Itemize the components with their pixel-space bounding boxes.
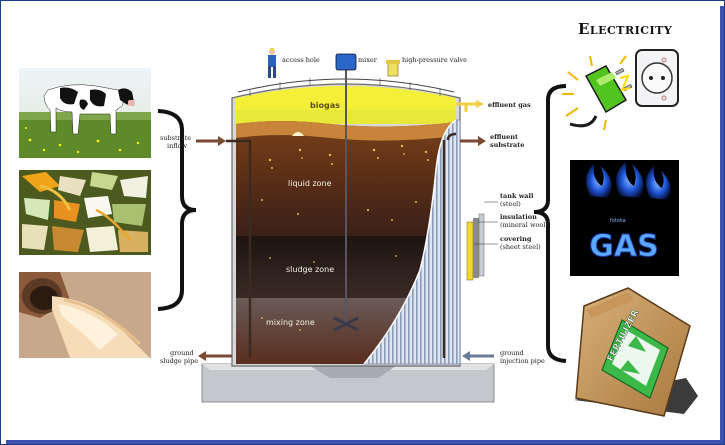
insulation-label-1: insulation: [500, 213, 537, 221]
tank-wall-label-1: tank wall: [500, 192, 534, 200]
pressure-valve-icon: [386, 60, 400, 76]
plug-socket-icon: [562, 50, 678, 130]
liquid-zone-label: liquid zone: [288, 179, 332, 188]
electricity-title: Electricity: [578, 20, 672, 38]
insulation-label-2: (mineral wool): [500, 221, 548, 229]
digester-tank: [202, 48, 494, 402]
mixer-motor: [336, 54, 356, 70]
ground-injection-arrow: [462, 351, 494, 361]
covering-label-2: (sheet steel): [500, 243, 541, 251]
effluent-substrate-label-1: effluent: [490, 133, 518, 141]
wall-layer-sample: [467, 214, 484, 280]
food-waste-photo: [19, 170, 151, 255]
pressure-valve-label: high-pressure valve: [402, 56, 467, 64]
effluent-gas-arrow: [466, 100, 484, 108]
sludge-zone-label: sludge zone: [286, 265, 334, 274]
gas-watermark: fotolia: [610, 218, 626, 224]
worker-figure: [268, 48, 276, 78]
access-hole-label: access hole: [282, 56, 320, 64]
substrate-inflow-label-1: substrate: [160, 134, 191, 142]
substrate-inflow-label-2: inflow: [167, 142, 188, 150]
mixing-zone-label: mixing zone: [266, 318, 315, 327]
effluent-substrate-label-2: substrate: [490, 141, 524, 149]
fertilizer-bag-image: FERTILIZER: [574, 288, 698, 416]
covering-label-1: covering: [500, 235, 532, 243]
cow-photo: [19, 68, 151, 158]
effluent-gas-label: effluent gas: [488, 101, 531, 109]
tank-wall-label-2: (steel): [500, 200, 521, 208]
ground-sludge-label-1: ground: [170, 349, 194, 357]
ground-injection-label-1: ground: [500, 349, 524, 357]
mixer-label: mixer: [358, 56, 378, 64]
sludge-outflow-photo: [19, 272, 151, 358]
gas-flame-image: GAS fotolia: [570, 160, 679, 276]
ground-sludge-arrow: [198, 351, 232, 361]
biogas-zone-label: biogas: [310, 101, 340, 110]
gas-word: GAS: [589, 229, 658, 264]
ground-injection-label-2: injection pipe: [500, 357, 545, 365]
ground-sludge-label-2: sludge pipe: [160, 357, 198, 365]
effluent-substrate-arrow: [460, 136, 486, 146]
